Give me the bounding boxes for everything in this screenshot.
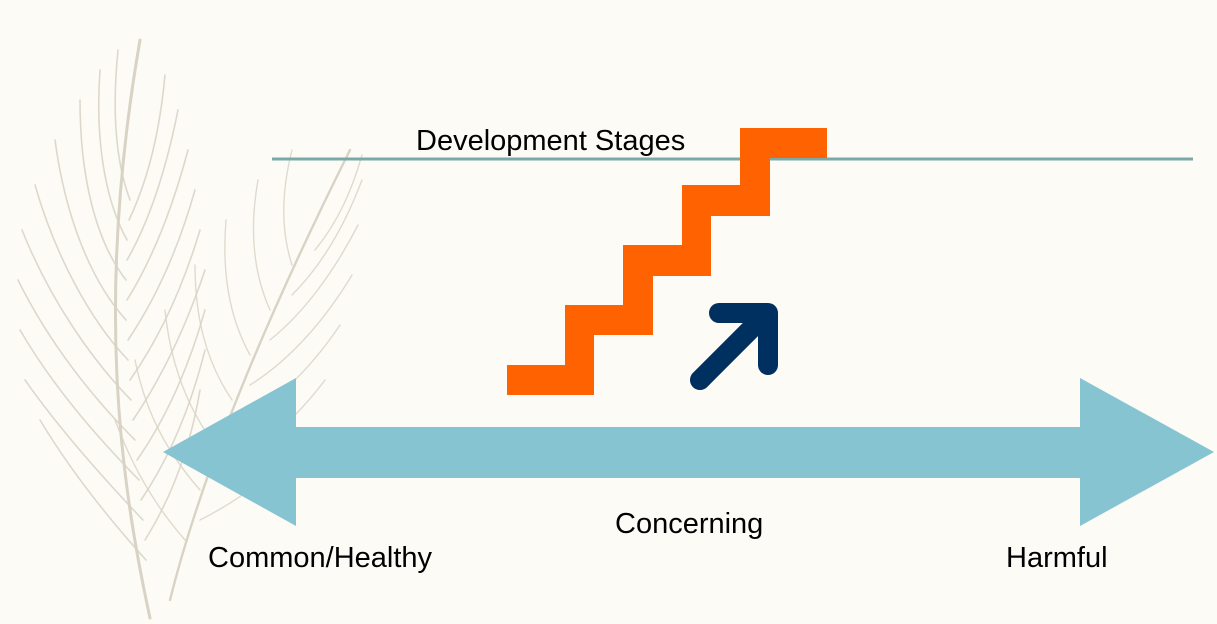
common-healthy-label: Common/Healthy [208, 542, 433, 574]
development-stages-label: Development Stages [416, 125, 686, 157]
concerning-label: Concerning [615, 508, 764, 540]
up-right-arrow-icon [690, 303, 778, 390]
staircase-icon [507, 128, 827, 395]
feather-decoration [17, 38, 363, 620]
double-headed-arrow [163, 378, 1214, 526]
harmful-label: Harmful [1006, 542, 1108, 574]
